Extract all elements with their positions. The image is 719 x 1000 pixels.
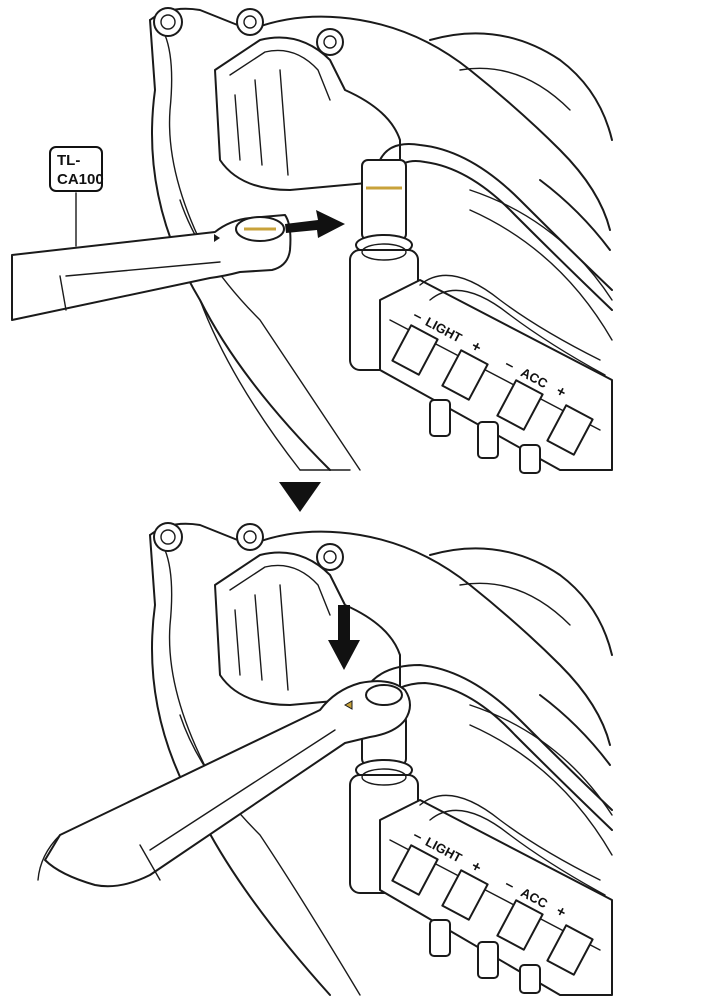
- connector-block: [379, 274, 613, 474]
- tool-label-line1: TL-: [57, 152, 81, 169]
- wrench-tool: [37, 680, 411, 888]
- triangle-down-icon: [279, 482, 321, 512]
- caliper-body: [153, 7, 401, 191]
- arrow-right-icon: [285, 210, 345, 238]
- connector-block: [379, 794, 613, 996]
- caliper-body: [153, 522, 401, 706]
- step-1-drawing: – LIGHT + – ACC +: [11, 7, 613, 474]
- step-2-illustration: – LIGHT + – ACC +: [0, 515, 719, 1000]
- brake-hose: [364, 664, 613, 831]
- arrow-down-icon: [328, 605, 360, 670]
- tool-label: TL- CA100: [49, 146, 104, 192]
- brake-hose: [379, 143, 613, 311]
- step-1-illustration: – LIGHT + – ACC + TL- CA100: [0, 0, 719, 478]
- wrench-tool: [11, 192, 292, 321]
- step-2-drawing: – LIGHT + – ACC +: [37, 522, 613, 996]
- tool-label-line2: CA100: [57, 171, 104, 188]
